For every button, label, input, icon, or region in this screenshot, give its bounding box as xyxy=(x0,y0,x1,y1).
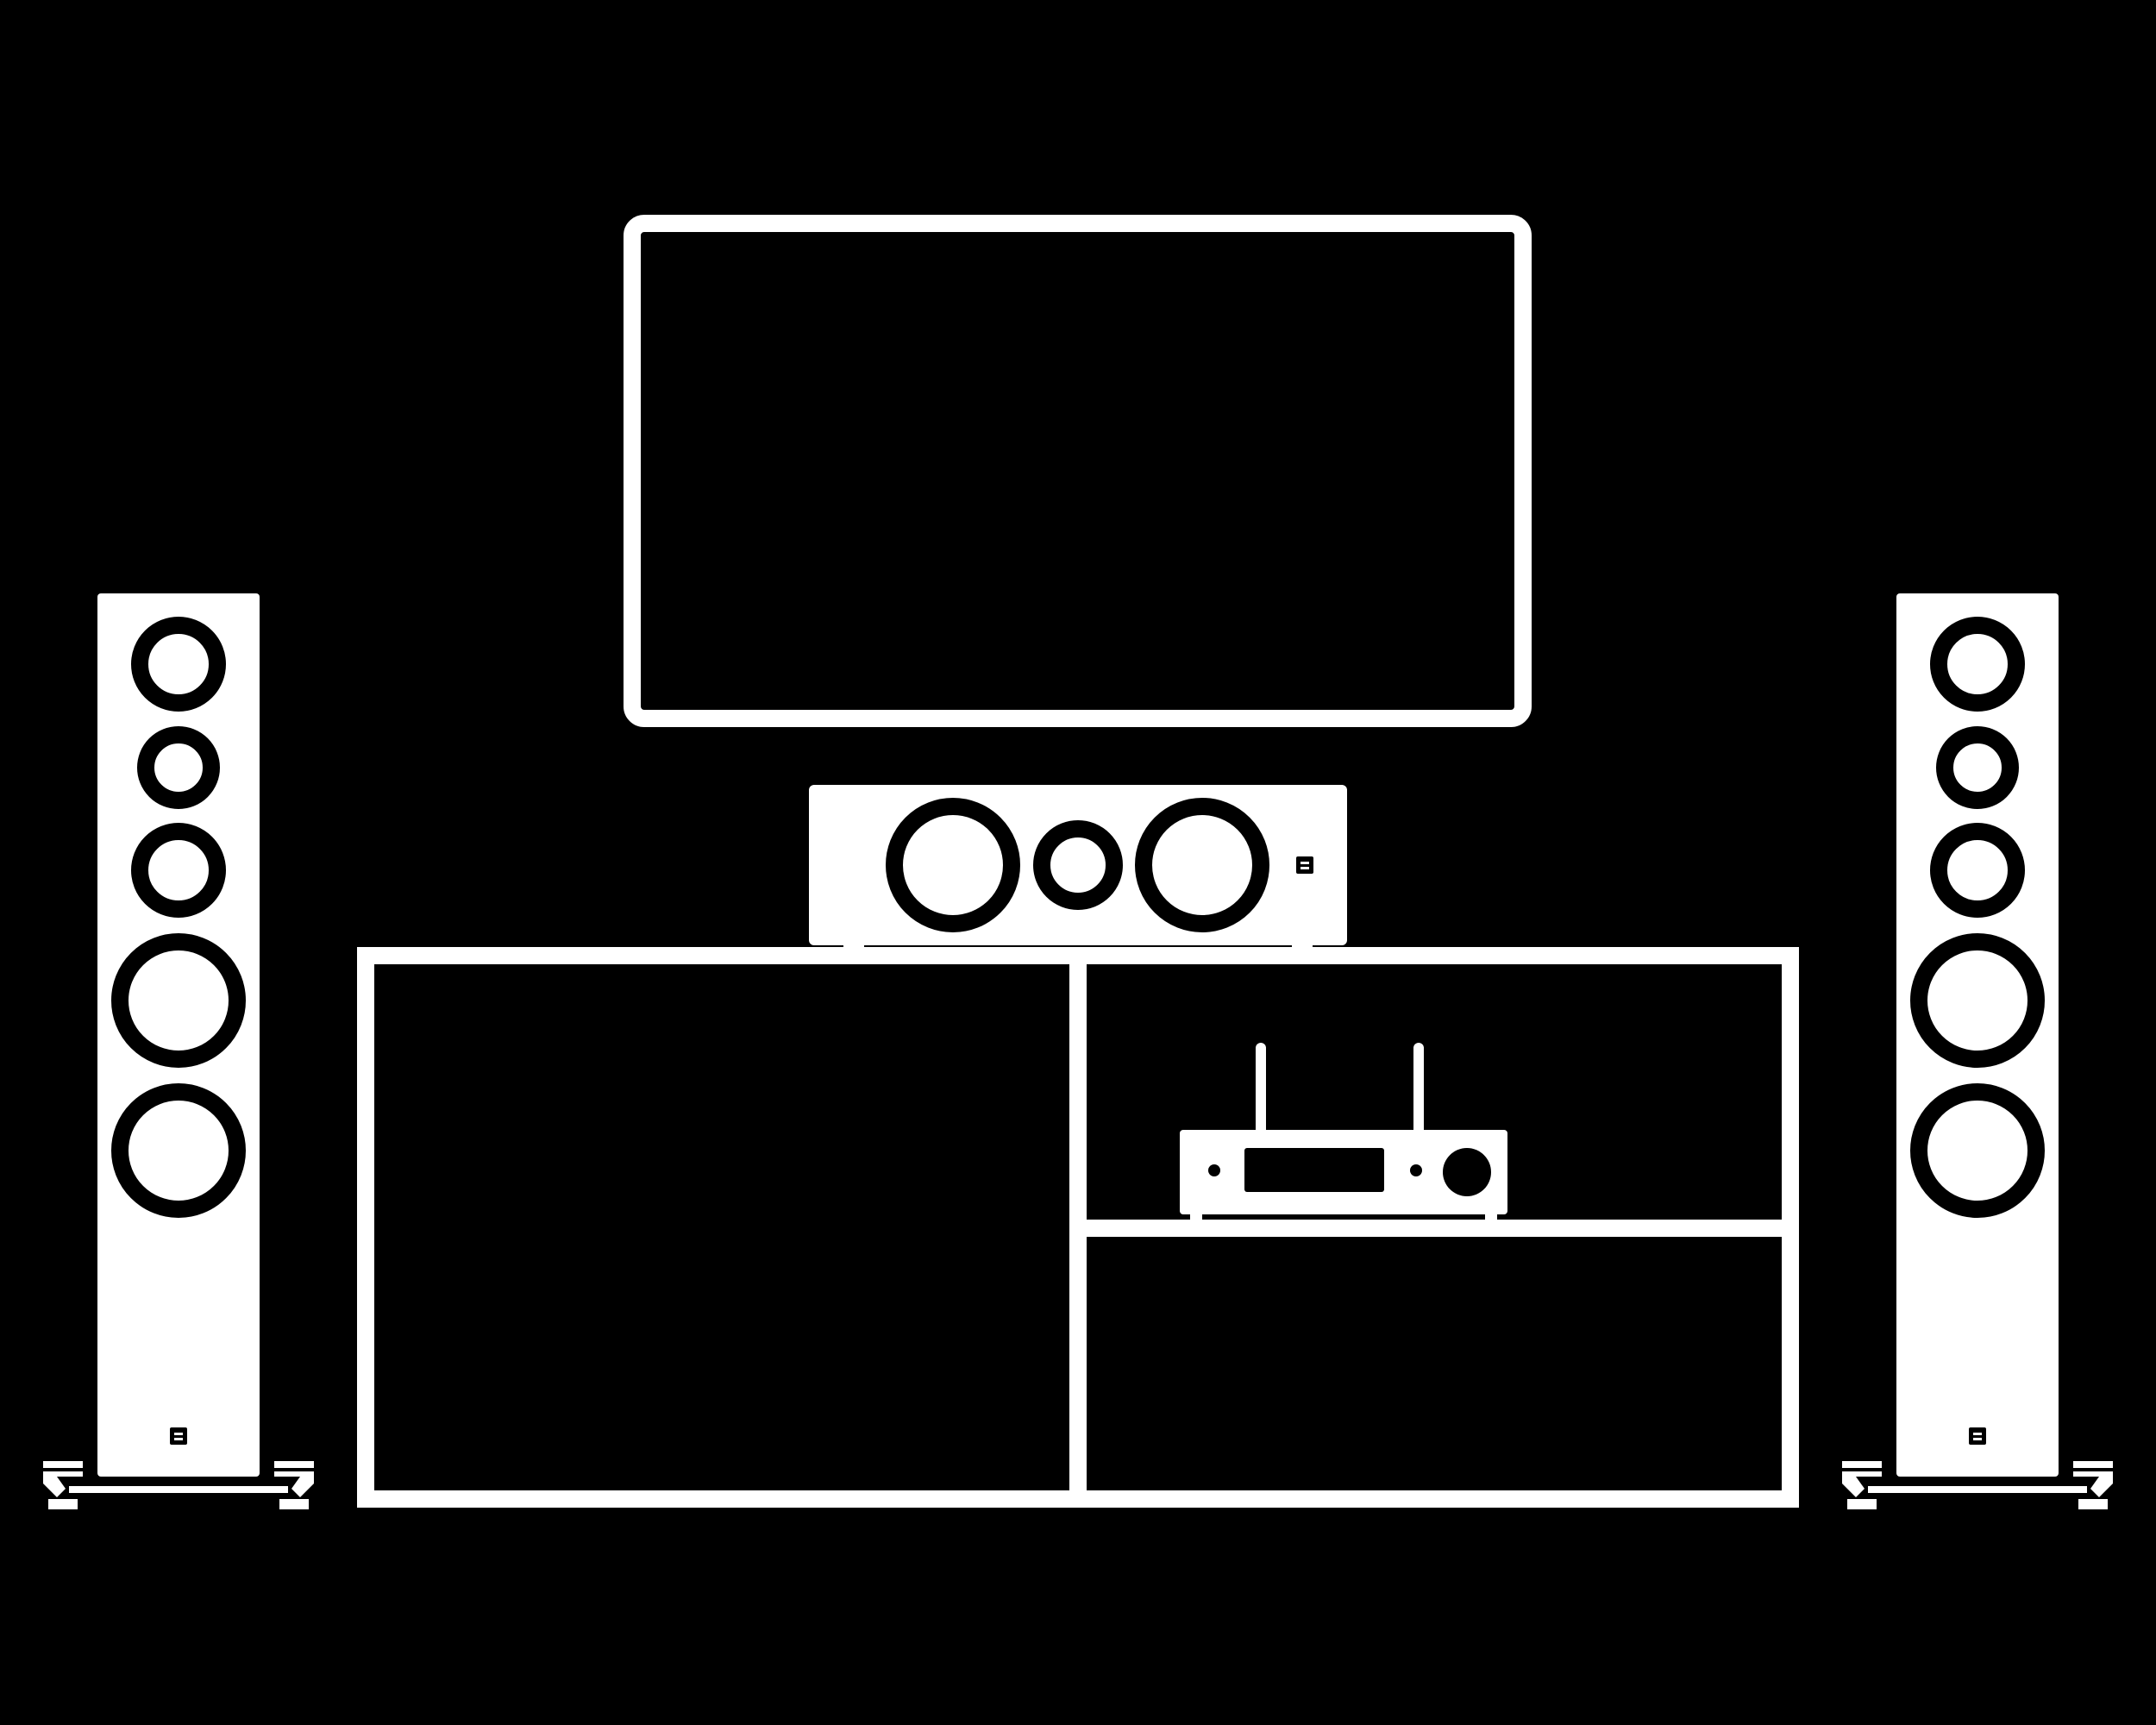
tv-bezel xyxy=(624,215,1532,727)
left-tower-spike-left xyxy=(43,1477,66,1497)
right-tower-logo-mark xyxy=(1973,1433,1982,1435)
left-tower-woofer-lower xyxy=(111,1083,246,1218)
right-tower-cabinet xyxy=(1896,593,2059,1477)
left-tower-logo-mark xyxy=(174,1433,183,1435)
left-tower-logo-mark-2 xyxy=(174,1438,183,1440)
center-speaker-logo-mark xyxy=(1300,862,1309,864)
left-tower-tweeter-middle xyxy=(137,726,220,809)
right-tower-foot-right xyxy=(2078,1499,2108,1509)
tv-stand-cabinet-icon xyxy=(357,947,1799,1508)
right-tower-outrigger-right xyxy=(2073,1461,2113,1468)
left-tower-tweeter-top xyxy=(131,617,226,712)
center-speaker-tweeter xyxy=(1033,820,1123,910)
right-tower-woofer-lower xyxy=(1910,1083,2045,1218)
left-floor-standing-speaker-icon xyxy=(43,593,314,1509)
center-speaker-logo-icon xyxy=(1296,856,1313,874)
right-tower-spike-right xyxy=(2090,1477,2113,1497)
receiver-power-button xyxy=(1208,1164,1220,1176)
right-tower-logo-icon xyxy=(1969,1427,1986,1445)
left-tower-spike-right xyxy=(291,1477,314,1497)
left-tower-woofer-upper xyxy=(111,933,246,1068)
left-tower-logo-icon xyxy=(170,1427,187,1445)
left-tower-foot-left xyxy=(48,1499,78,1509)
right-tower-spike-left xyxy=(1842,1477,1865,1497)
receiver-input-button xyxy=(1410,1164,1422,1176)
right-tower-tweeter-middle xyxy=(1936,726,2019,809)
left-tower-outrigger-left xyxy=(43,1461,83,1468)
flat-screen-tv-icon xyxy=(624,215,1532,727)
center-speaker-woofer-left xyxy=(886,798,1020,932)
left-tower-midrange xyxy=(131,823,226,918)
right-tower-woofer-upper xyxy=(1910,933,2045,1068)
receiver-foot-right xyxy=(1485,1211,1497,1223)
right-tower-outrigger-left-2 xyxy=(1842,1471,1882,1477)
left-tower-base-plate xyxy=(69,1486,288,1493)
center-channel-speaker-icon xyxy=(809,785,1347,952)
av-receiver-with-antennas-icon xyxy=(1180,1043,1507,1223)
left-tower-outrigger-right xyxy=(274,1461,314,1468)
right-tower-foot-left xyxy=(1847,1499,1877,1509)
right-tower-base xyxy=(1842,1461,2113,1509)
right-tower-logo-mark-2 xyxy=(1973,1438,1982,1440)
receiver-display xyxy=(1244,1148,1384,1192)
receiver-volume-knob xyxy=(1443,1148,1491,1196)
receiver-foot-left xyxy=(1190,1211,1202,1223)
left-tower-foot-right xyxy=(279,1499,309,1509)
center-speaker-cabinet xyxy=(809,785,1347,945)
left-tower-base xyxy=(43,1461,314,1509)
right-tower-outrigger-left xyxy=(1842,1461,1882,1468)
right-tower-tweeter-top xyxy=(1930,617,2025,712)
left-tower-outrigger-right-2 xyxy=(274,1471,314,1477)
right-tower-base-plate xyxy=(1868,1486,2087,1493)
right-tower-midrange xyxy=(1930,823,2025,918)
left-tower-cabinet xyxy=(97,593,260,1477)
center-speaker-logo-mark-2 xyxy=(1300,867,1309,869)
center-speaker-woofer-right xyxy=(1135,798,1269,932)
right-floor-standing-speaker-icon xyxy=(1842,593,2113,1509)
left-tower-outrigger-left-2 xyxy=(43,1471,83,1477)
right-tower-outrigger-right-2 xyxy=(2073,1471,2113,1477)
